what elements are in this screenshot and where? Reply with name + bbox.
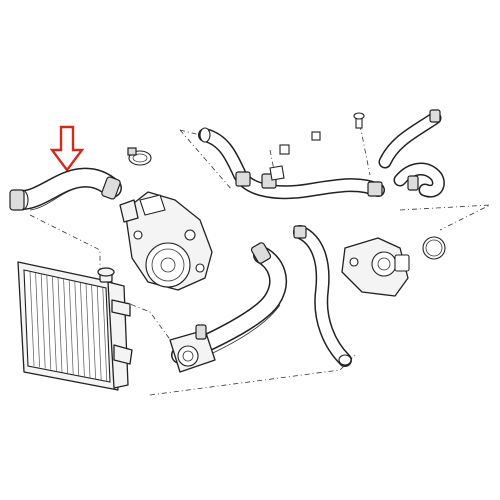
heater-hose [198,127,385,200]
radiator [17,261,133,391]
hose-clamp [9,176,121,211]
radiator-fin [29,271,35,367]
radiator-fin [102,287,108,382]
loose-hose-clamp [127,147,152,166]
connector-fitting [279,131,321,155]
radiator-fin [35,273,40,368]
radiator-fin [46,275,52,370]
radiator-fin [80,282,85,377]
radiator-fin [63,279,68,374]
radiator-fin [40,274,46,369]
upper-radiator-hose [12,167,122,211]
water-pump [119,191,213,291]
radiator-fin [96,286,102,381]
radiator-fin [68,280,74,375]
thermostat-housing [169,324,216,373]
expansion-tank-hose [378,109,445,198]
highlight-arrow-icon [49,125,85,172]
radiator-fin [85,283,91,379]
bypass-hose [293,225,352,367]
radiator-fin [57,277,63,373]
bleed-screw [353,112,365,129]
thermostat [341,237,410,297]
radiator-fin [52,276,57,371]
lower-hose-clamp [250,242,272,264]
radiator-fin [74,281,80,376]
radiator-fin [91,285,96,380]
thermostat-seal [422,236,446,260]
